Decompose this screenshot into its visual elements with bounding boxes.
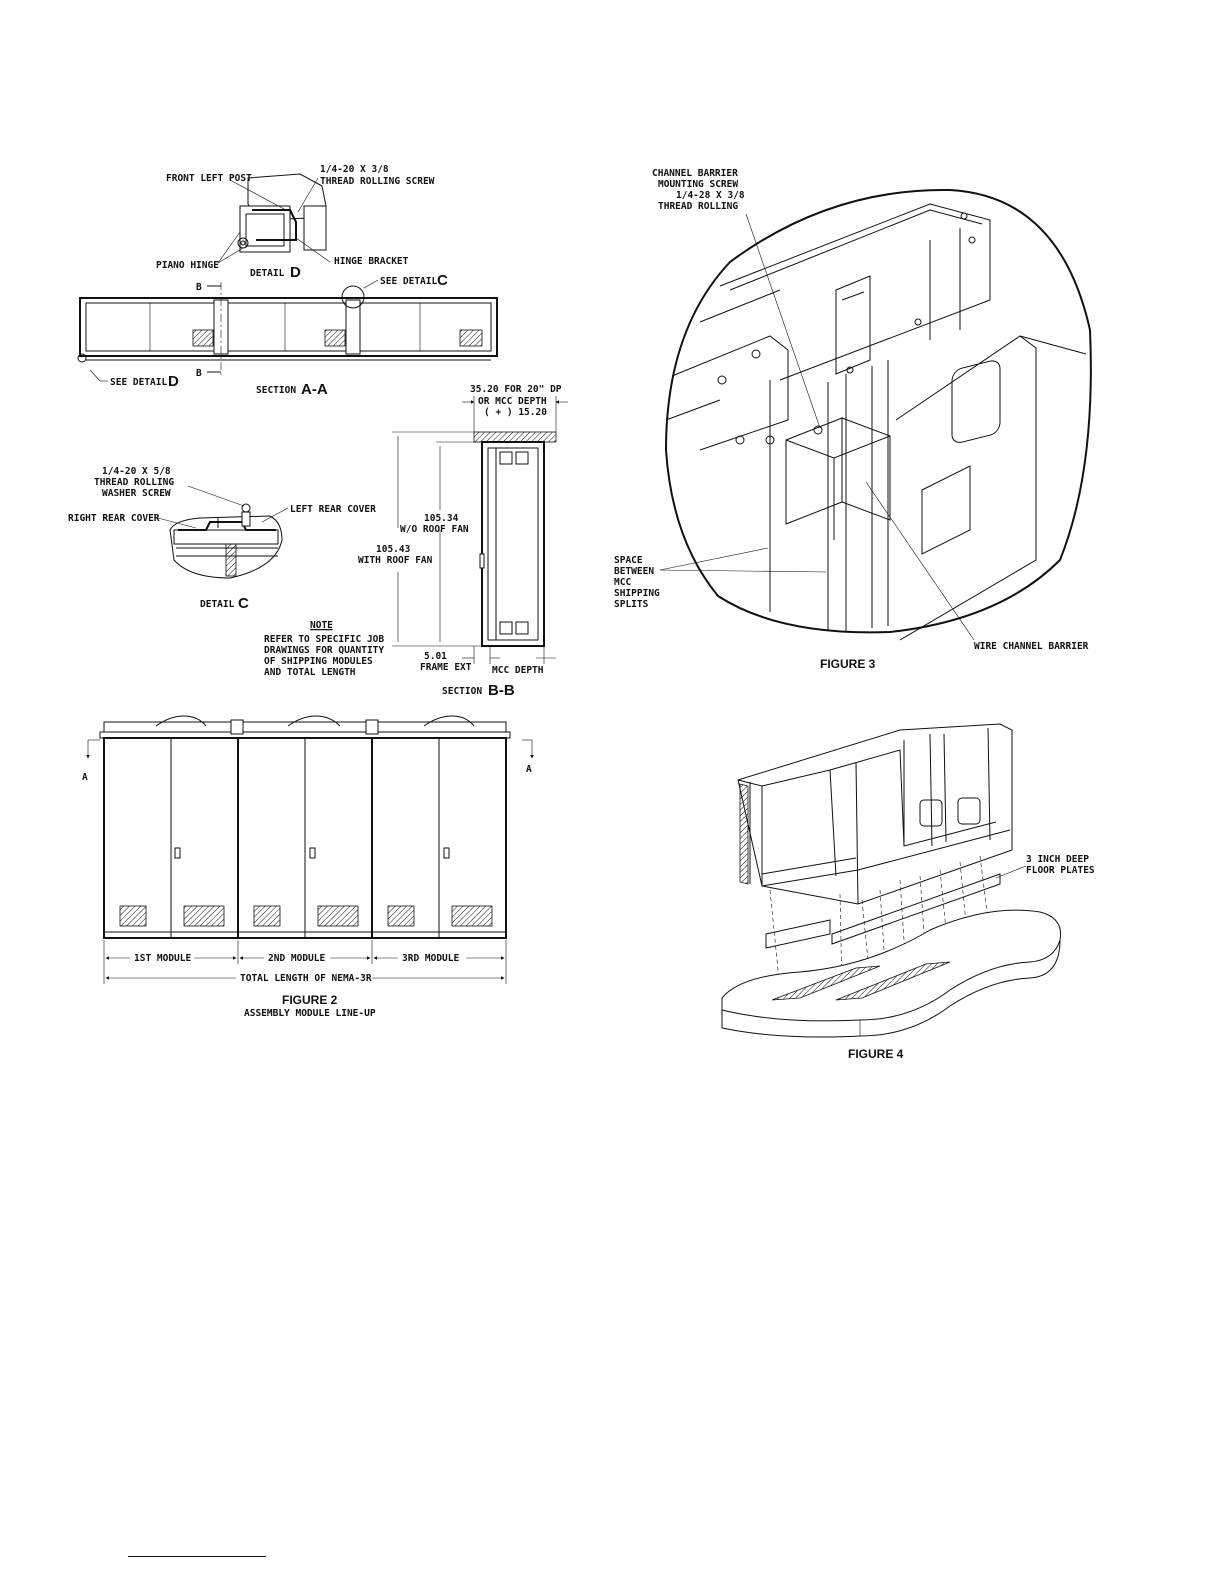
section-b-b-drawing <box>392 396 568 664</box>
section-b-b-letter: B-B <box>488 682 515 699</box>
figure-3-caption: FIGURE 3 <box>820 657 876 671</box>
detail-c-caption-letter: C <box>238 595 249 612</box>
note-line-2: DRAWINGS FOR QUANTITY <box>264 645 384 656</box>
section-a-marker-right: A <box>526 764 532 775</box>
detail-d-screw-label-2: THREAD ROLLING SCREW <box>320 176 435 187</box>
detail-d-caption-word: DETAIL <box>250 268 285 279</box>
figure-4-drawing <box>721 723 1062 1038</box>
channel-barrier-screw-label-2: MOUNTING SCREW <box>658 179 738 190</box>
note-title: NOTE <box>310 620 333 631</box>
depth-label-2: OR MCC DEPTH <box>478 396 547 407</box>
piano-hinge-label: PIANO HINGE <box>156 260 219 271</box>
see-detail-c-letter: C <box>437 272 448 289</box>
hinge-bracket-label: HINGE BRACKET <box>334 256 409 267</box>
section-b-marker-bottom: B <box>196 368 202 379</box>
figure-4: 3 INCH DEEP FLOOR PLATES FIGURE 4 <box>721 723 1095 1061</box>
frame-ext-value: 5.01 <box>424 651 447 662</box>
note-line-3: OF SHIPPING MODULES <box>264 656 373 667</box>
detail-d-drawing <box>217 173 331 264</box>
footer-rule <box>128 1556 266 1557</box>
figure-2-subcaption: ASSEMBLY MODULE LINE-UP <box>244 1008 376 1019</box>
section-a-a-drawing <box>77 279 498 382</box>
total-length-label: TOTAL LENGTH OF NEMA-3R <box>240 973 372 984</box>
module-1-label: 1ST MODULE <box>134 953 191 964</box>
figure-2-caption: FIGURE 2 <box>282 993 338 1007</box>
space-label-2: BETWEEN <box>614 566 654 577</box>
floor-plates-label-1: 3 INCH DEEP <box>1026 854 1089 865</box>
section-a-a-letter: A-A <box>301 381 328 398</box>
detail-c-screw-label-3: WASHER SCREW <box>102 488 171 499</box>
left-rear-cover-label: LEFT REAR COVER <box>290 504 376 515</box>
detail-d-caption-letter: D <box>290 264 301 281</box>
space-label-3: MCC <box>614 577 631 588</box>
height-without-fan-label: W/O ROOF FAN <box>400 524 469 535</box>
section-a-a-word: SECTION <box>256 385 296 396</box>
detail-c-drawing <box>157 485 289 579</box>
channel-barrier-screw-label-3: 1/4-28 X 3/8 <box>676 190 745 201</box>
lineup-elevation-drawing <box>86 715 534 984</box>
section-b-marker-top: B <box>196 282 202 293</box>
height-without-fan-value: 105.34 <box>424 513 459 524</box>
front-left-post-label: FRONT LEFT POST <box>166 173 252 184</box>
floor-plates-label-2: FLOOR PLATES <box>1026 865 1095 876</box>
see-detail-d-word: SEE DETAIL <box>110 377 167 388</box>
figure-4-caption: FIGURE 4 <box>848 1047 904 1061</box>
height-with-fan-label: WITH ROOF FAN <box>358 555 433 566</box>
right-rear-cover-label: RIGHT REAR COVER <box>68 513 160 524</box>
note-line-1: REFER TO SPECIFIC JOB <box>264 634 384 645</box>
detail-d-screw-label-1: 1/4-20 X 3/8 <box>320 164 389 175</box>
section-b-b-word: SECTION <box>442 686 482 697</box>
depth-label-3: ( + ) 15.20 <box>484 407 547 418</box>
see-detail-c-word: SEE DETAIL <box>380 276 437 287</box>
detail-c-screw-label-1: 1/4-20 X 5/8 <box>102 466 171 477</box>
channel-barrier-screw-label-4: THREAD ROLLING <box>658 201 738 212</box>
figure-3-drawing <box>659 188 1092 641</box>
figure-3: CHANNEL BARRIER MOUNTING SCREW 1/4-28 X … <box>614 168 1092 671</box>
section-a-marker-left: A <box>82 772 88 783</box>
wire-channel-barrier-label: WIRE CHANNEL BARRIER <box>974 641 1089 652</box>
module-3-label: 3RD MODULE <box>402 953 459 964</box>
space-label-1: SPACE <box>614 555 643 566</box>
module-2-label: 2ND MODULE <box>268 953 325 964</box>
channel-barrier-screw-label-1: CHANNEL BARRIER <box>652 168 738 179</box>
see-detail-d-letter: D <box>168 373 179 390</box>
note-line-4: AND TOTAL LENGTH <box>264 667 356 678</box>
depth-label-1: 35.20 FOR 20" DP <box>470 384 562 395</box>
space-label-5: SPLITS <box>614 599 649 610</box>
figure-2: FRONT LEFT POST 1/4-20 X 3/8 THREAD ROLL… <box>68 164 568 1019</box>
mcc-depth-label: MCC DEPTH <box>492 665 544 676</box>
detail-c-caption-word: DETAIL <box>200 599 235 610</box>
frame-ext-label: FRAME EXT <box>420 662 472 673</box>
height-with-fan-value: 105.43 <box>376 544 411 555</box>
space-label-4: SHIPPING <box>614 588 660 599</box>
detail-c-screw-label-2: THREAD ROLLING <box>94 477 174 488</box>
